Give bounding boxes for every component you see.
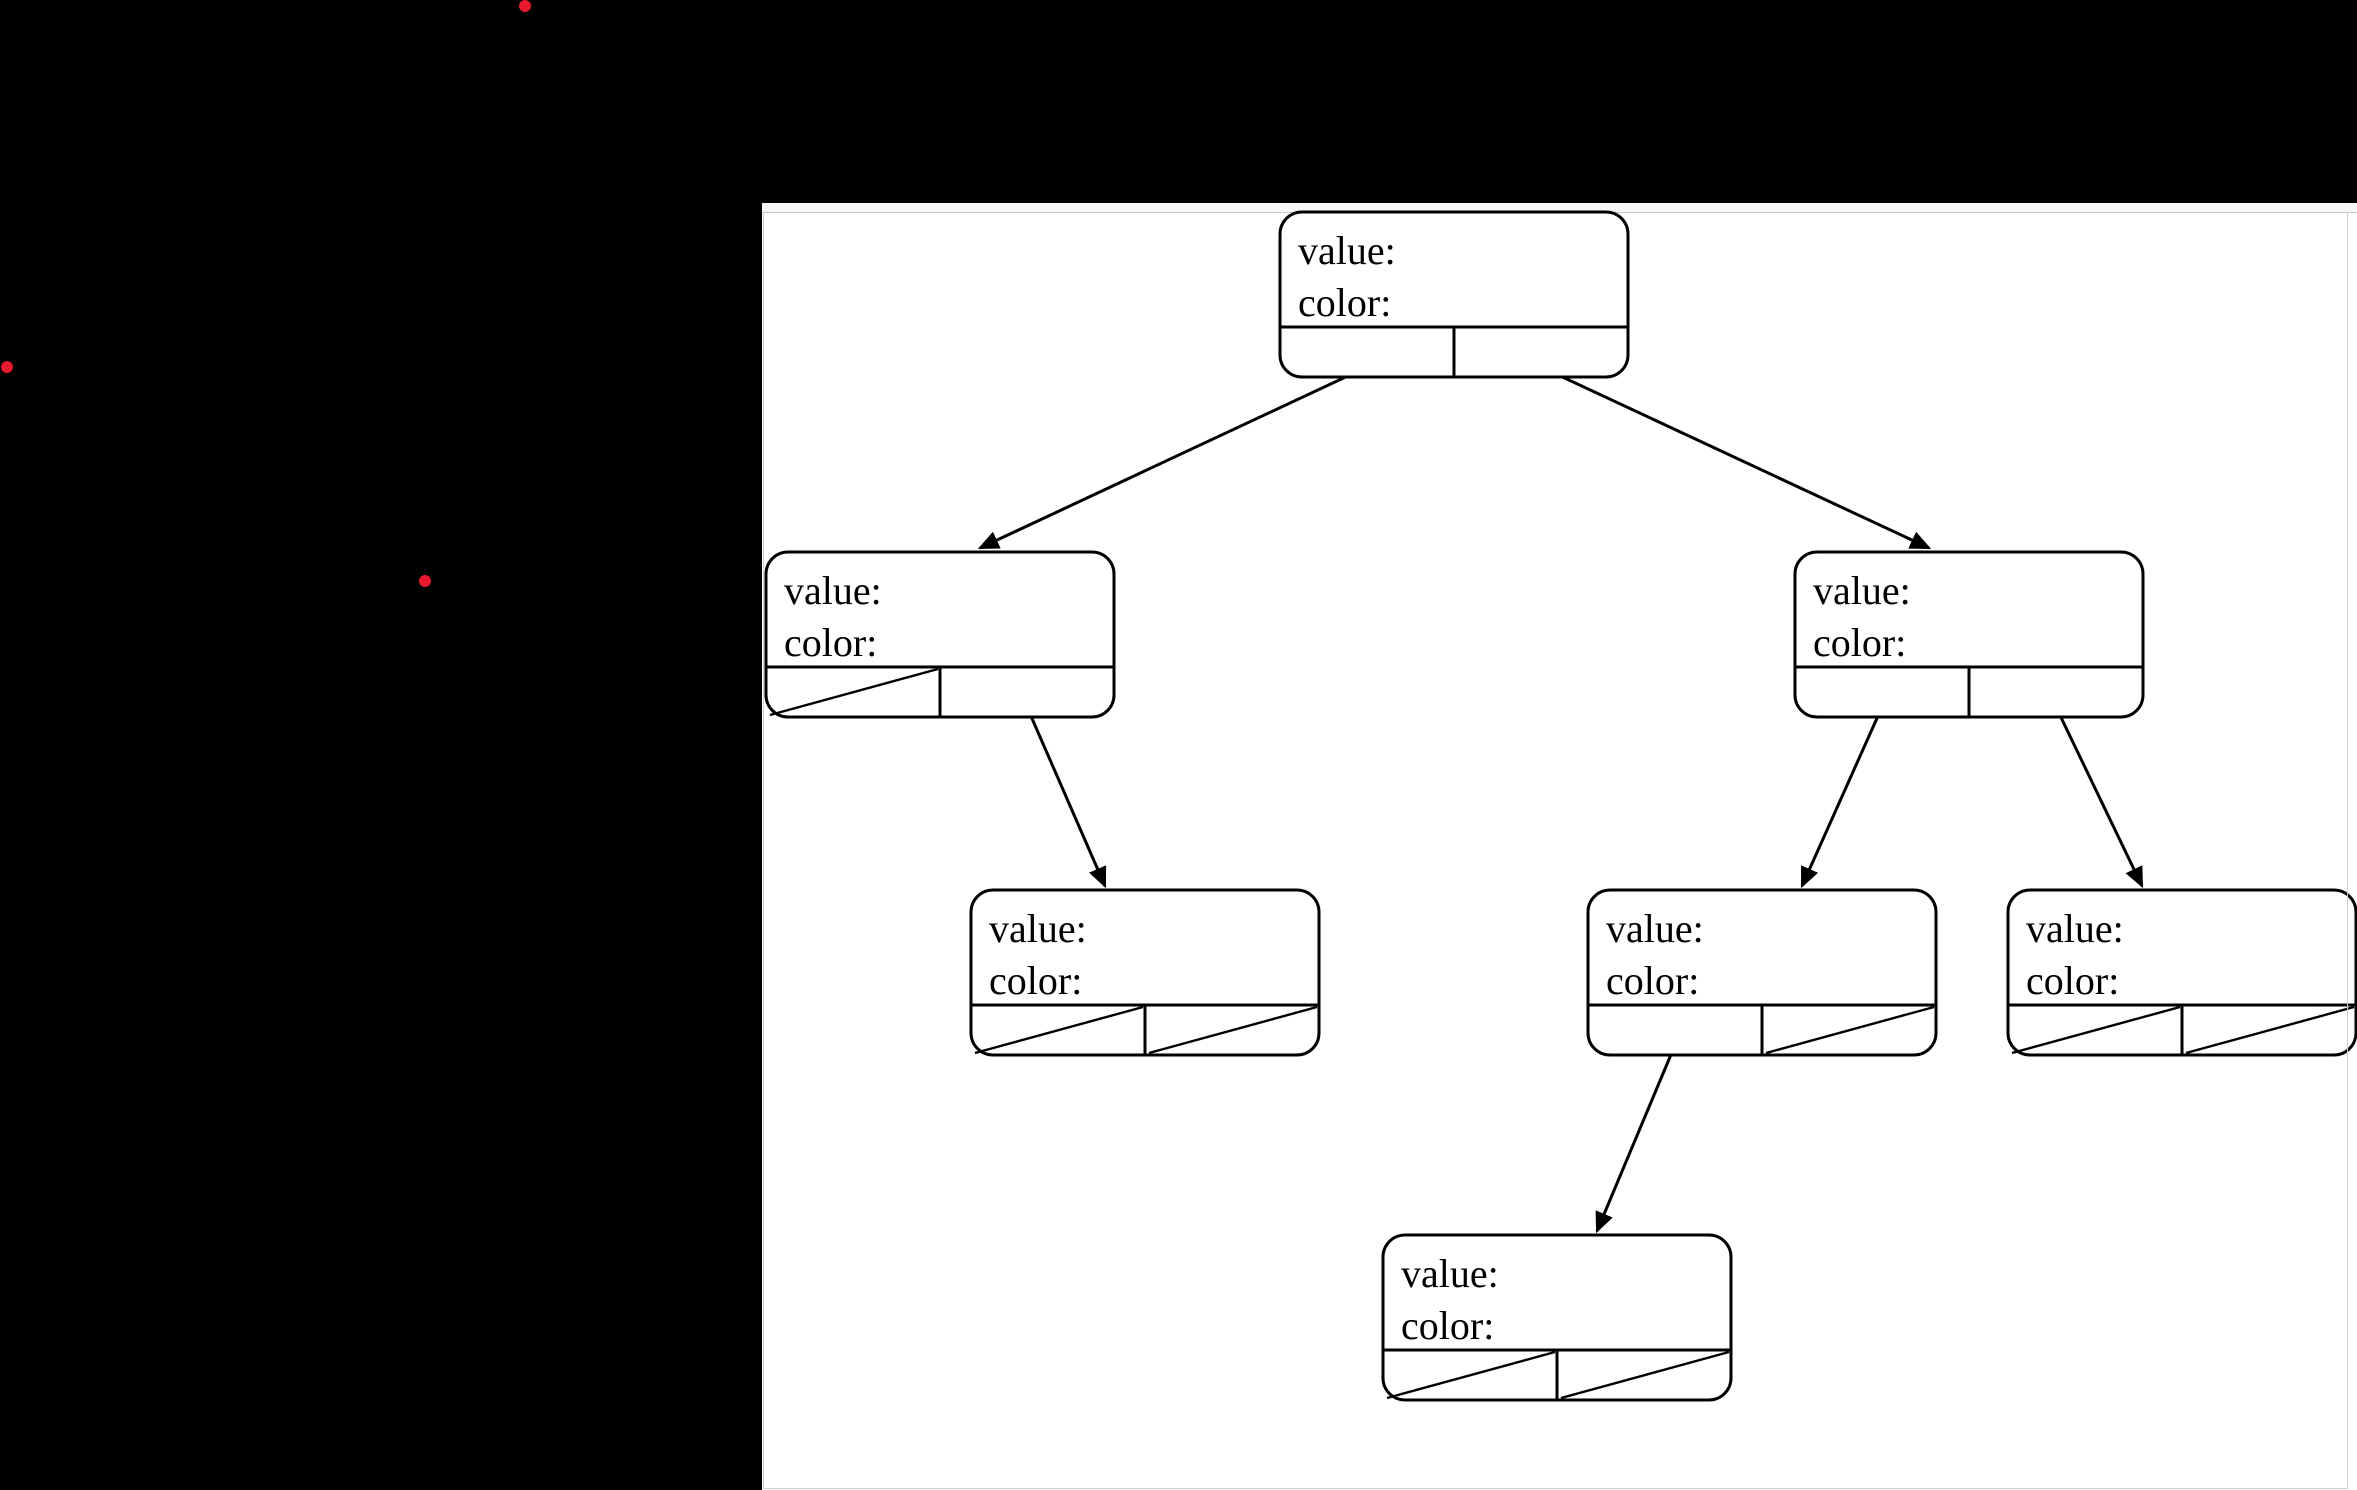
null-pointer-right-icon — [2185, 1005, 2355, 1055]
null-pointer-right-icon — [1765, 1005, 1935, 1055]
null-pointer-right-icon — [1560, 1350, 1730, 1400]
marker-left — [1, 361, 13, 373]
tree-node-deepest[interactable]: value: color: — [1381, 1233, 1733, 1402]
edge-right-left-child — [1800, 706, 1884, 889]
node-color-label: color: — [2026, 958, 2119, 1003]
node-value-label: value: — [784, 568, 882, 613]
null-pointer-left-icon — [769, 667, 939, 717]
null-pointer-left-icon — [974, 1005, 1144, 1055]
tree-node-right-left-child[interactable]: value: color: — [1586, 888, 1938, 1057]
edge-right-right-child — [2054, 706, 2144, 889]
edge-layer — [977, 365, 2144, 1234]
node-color-label: color: — [1298, 280, 1391, 325]
marker-top — [519, 0, 531, 12]
tree-node-left[interactable]: value: color: — [764, 550, 1116, 719]
node-value-label: value: — [1813, 568, 1911, 613]
node-color-label: color: — [1813, 620, 1906, 665]
tree-node-root[interactable]: value: color: — [1278, 210, 1630, 379]
null-pointer-right-icon — [1148, 1005, 1318, 1055]
marker-mid — [419, 575, 431, 587]
node-color-label: color: — [1606, 958, 1699, 1003]
tree-node-left-right-child[interactable]: value: color: — [969, 888, 1321, 1057]
node-color-label: color: — [784, 620, 877, 665]
diagram-canvas[interactable]: value:color:value:color:value:color:valu… — [762, 203, 2357, 1490]
null-pointer-left-icon — [2011, 1005, 2181, 1055]
node-value-label: value: — [1606, 906, 1704, 951]
node-color-label: color: — [1401, 1303, 1494, 1348]
null-pointer-left-icon — [1386, 1350, 1556, 1400]
edge-right-left-deepest — [1595, 1044, 1677, 1234]
tree-node-right-right-child[interactable]: value: color: — [2006, 888, 2357, 1057]
edge-left-right-child — [1025, 706, 1107, 889]
node-value-label: value: — [1401, 1251, 1499, 1296]
node-value-label: value: — [2026, 906, 2124, 951]
node-value-label: value: — [989, 906, 1087, 951]
edge-root-right — [1540, 365, 1932, 550]
tree-diagram: value:color:value:color:value:color:valu… — [764, 210, 2357, 1402]
edge-root-left — [977, 365, 1368, 550]
tree-node-right[interactable]: value: color: — [1793, 550, 2145, 719]
node-color-label: color: — [989, 958, 1082, 1003]
node-value-label: value: — [1298, 228, 1396, 273]
